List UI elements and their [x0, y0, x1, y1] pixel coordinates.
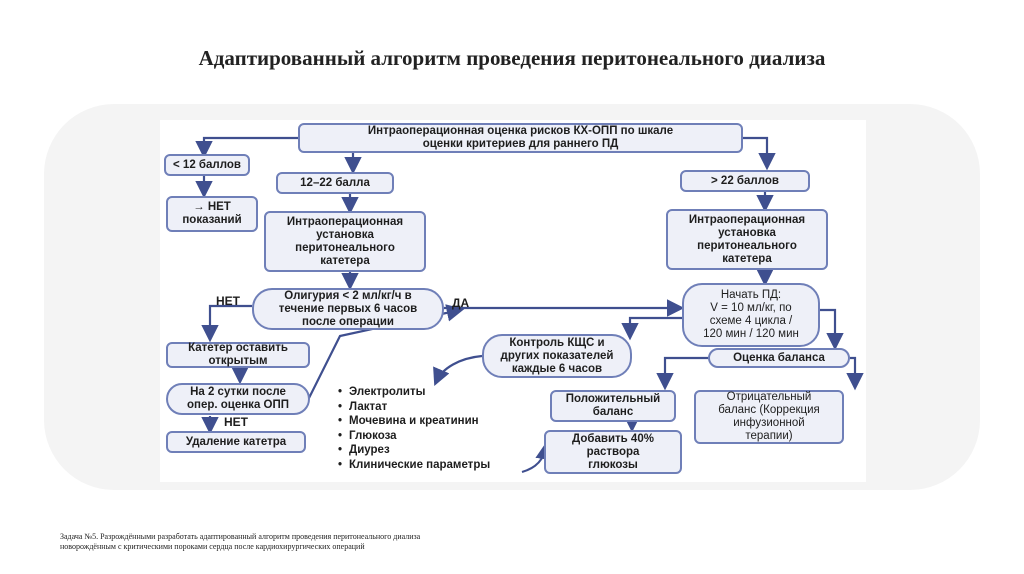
- no-indications-box: → НЕТ показаний: [166, 196, 258, 232]
- parameter-list: Электролиты Лактат Мочевина и креатинин …: [338, 385, 490, 472]
- more-than-22-box: > 22 баллов: [680, 170, 810, 192]
- two-days-assessment-box: На 2 сутки после опер. оценка ОПП: [166, 383, 310, 415]
- catheter-right-box: Интраоперационная установка перитонеальн…: [666, 209, 828, 270]
- balance-assessment-box: Оценка баланса: [708, 348, 850, 368]
- range-12-22-box: 12–22 балла: [276, 172, 394, 194]
- leave-catheter-open-box: Катетер оставить открытым: [166, 342, 310, 368]
- footer-line-1: Задача №5. Разрождёнными разработать ада…: [60, 532, 421, 541]
- flowchart: Интраоперационная оценка рисков КХ-ОПП п…: [160, 120, 866, 482]
- negative-balance-box: Отрицательный баланс (Коррекция инфузион…: [694, 390, 844, 444]
- positive-balance-box: Положительный баланс: [550, 390, 676, 422]
- list-item: Клинические параметры: [338, 458, 490, 473]
- remove-catheter-box: Удаление катетра: [166, 431, 306, 453]
- no-label-2: НЕТ: [224, 415, 248, 429]
- catheter-left-box: Интраоперационная установка перитонеальн…: [264, 211, 426, 272]
- list-item: Лактат: [338, 400, 490, 415]
- slide-title: Адаптированный алгоритм проведения перит…: [198, 46, 826, 70]
- footer-note: Задача №5. Разрождёнными разработать ада…: [60, 532, 420, 552]
- oliguria-box: Олигурия < 2 мл/кг/ч в течение первых 6 …: [252, 288, 444, 330]
- control-box: Контроль КЩС и других показателей каждые…: [482, 334, 632, 378]
- list-item: Глюкоза: [338, 429, 490, 444]
- footer-line-2: новорождённым с критическими пороками се…: [60, 542, 365, 551]
- list-item: Диурез: [338, 443, 490, 458]
- list-item: Электролиты: [338, 385, 490, 400]
- start-pd-box: Начать ПД: V = 10 мл/кг, по схеме 4 цикл…: [682, 283, 820, 347]
- add-glucose-box: Добавить 40% раствора глюкозы: [544, 430, 682, 474]
- no-label: НЕТ: [216, 294, 240, 308]
- less-than-12-box: < 12 баллов: [164, 154, 250, 176]
- yes-label: ДА: [452, 296, 470, 310]
- risk-assessment-box: Интраоперационная оценка рисков КХ-ОПП п…: [298, 123, 743, 153]
- list-item: Мочевина и креатинин: [338, 414, 490, 429]
